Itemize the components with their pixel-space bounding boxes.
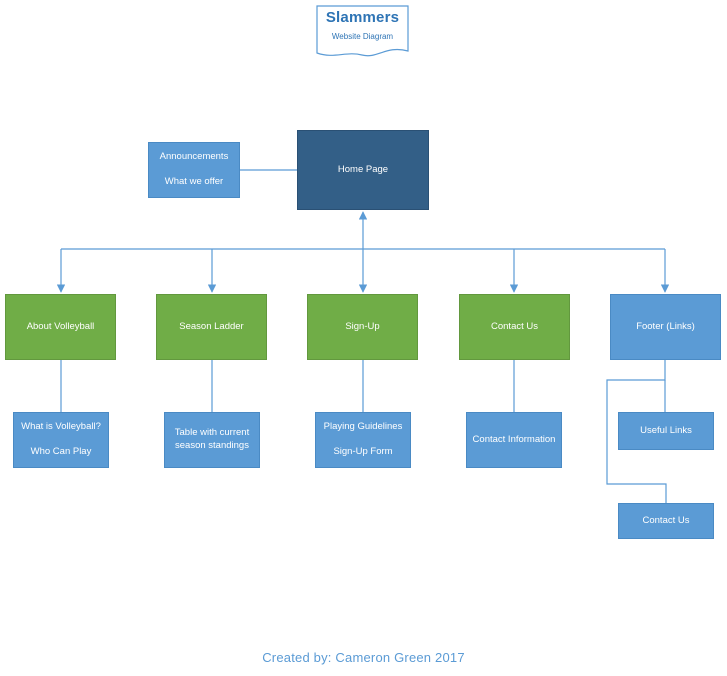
about-volleyball-label: About Volleyball bbox=[26, 320, 95, 332]
useful-links-label: Useful Links bbox=[640, 424, 692, 436]
about-volleyball-box: About Volleyball bbox=[5, 294, 116, 360]
diagram-title: Slammers bbox=[325, 9, 400, 26]
what-is-volleyball-label: What is Volleyball? bbox=[21, 421, 101, 433]
connector-footer-useful-links bbox=[606, 360, 667, 503]
footer-contact-us-label: Contact Us bbox=[642, 514, 690, 526]
who-can-play-label: Who Can Play bbox=[30, 446, 92, 457]
announcements-box: Announcements What we offer bbox=[148, 142, 240, 198]
home-page-label: Home Page bbox=[337, 163, 389, 175]
sign-up-label: Sign-Up bbox=[345, 320, 380, 332]
sign-up-box: Sign-Up bbox=[307, 294, 418, 360]
contact-us-box: Contact Us bbox=[459, 294, 570, 360]
home-page-box: Home Page bbox=[297, 130, 429, 210]
contact-information-label: Contact Information bbox=[472, 433, 556, 445]
contact-us-label: Contact Us bbox=[491, 320, 538, 332]
sign-up-form-label: Sign-Up Form bbox=[333, 446, 393, 457]
season-standings-box: Table with current season standings bbox=[164, 412, 260, 468]
diagram-title-card: Slammers Website Diagram bbox=[316, 5, 409, 60]
credit-text: Created by: Cameron Green 2017 bbox=[262, 650, 465, 665]
season-standings-label: Table with current season standings bbox=[174, 427, 250, 451]
playing-guidelines-label: Playing Guidelines bbox=[323, 421, 403, 433]
season-ladder-box: Season Ladder bbox=[156, 294, 267, 360]
announcements-label: Announcements bbox=[159, 151, 229, 163]
contact-information-box: Contact Information bbox=[466, 412, 562, 468]
diagram-subtitle: Website Diagram bbox=[331, 32, 394, 41]
about-volleyball-children-box: What is Volleyball? Who Can Play bbox=[13, 412, 109, 468]
footer-links-label: Footer (Links) bbox=[636, 320, 695, 332]
season-ladder-label: Season Ladder bbox=[179, 320, 244, 332]
sign-up-children-box: Playing Guidelines Sign-Up Form bbox=[315, 412, 411, 468]
useful-links-box: Useful Links bbox=[618, 412, 714, 450]
footer-contact-us-box: Contact Us bbox=[618, 503, 714, 539]
footer-links-box: Footer (Links) bbox=[610, 294, 721, 360]
what-we-offer-label: What we offer bbox=[164, 176, 224, 187]
document-shape-icon bbox=[316, 5, 409, 57]
